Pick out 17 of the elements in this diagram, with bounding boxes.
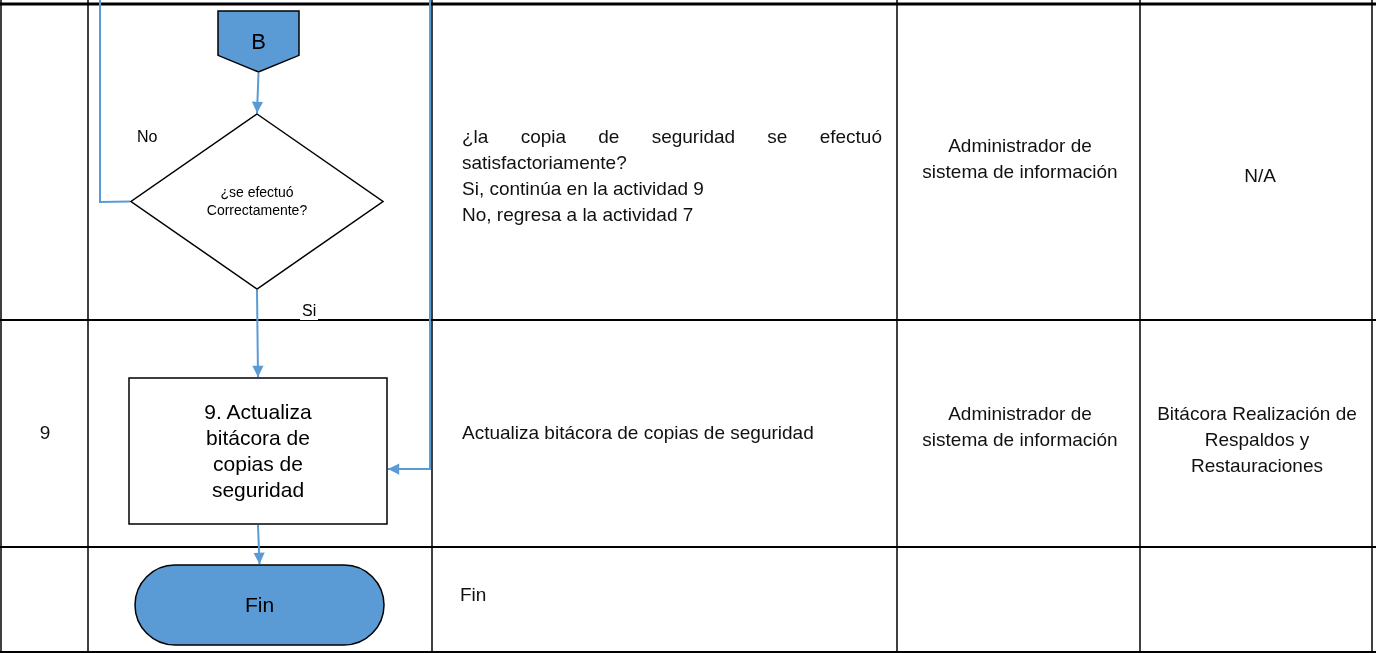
arrow <box>252 289 264 378</box>
document-text: Bitácora Realización de Respaldos y Restauraciones <box>1156 402 1358 478</box>
description-text: Fin <box>460 583 488 607</box>
description-text: Actualiza bitácora de copias de seguridad <box>462 421 815 445</box>
document-text: N/A <box>1243 164 1277 188</box>
arrow <box>387 0 431 475</box>
arrow <box>251 72 264 114</box>
process-box: 9. Actualiza bitácora de copias de seguridad <box>128 377 388 525</box>
responsible-text: Administrador de sistema de información <box>921 402 1119 452</box>
description-text: ¿la copia de seguridad se efectuó satisfactoriamente? <box>462 125 882 175</box>
step-number: 9 <box>38 421 52 445</box>
edge-label: Si <box>300 302 319 320</box>
description-text: No, regresa a la actividad 7 <box>462 203 695 227</box>
off-page-connector: B <box>217 10 300 73</box>
responsible-text: Administrador de sistema de información <box>921 134 1119 184</box>
arrow <box>253 524 265 565</box>
description-text: Si, continúa en la actividad 9 <box>462 177 705 201</box>
